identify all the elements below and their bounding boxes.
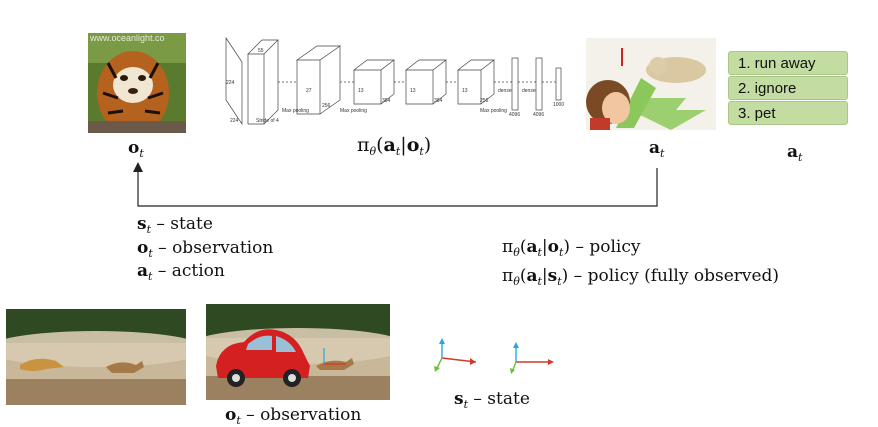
tiger-image: www.oceanlight.co xyxy=(88,33,186,133)
definition-text: – observation xyxy=(246,405,362,425)
theta-symbol: θ xyxy=(369,145,377,158)
subscript: t xyxy=(537,246,542,259)
subscript: t xyxy=(236,414,241,427)
cnn-label: 13 xyxy=(358,88,364,94)
cnn-label: 256 xyxy=(480,98,489,104)
cnn-label: 4096 xyxy=(533,112,544,118)
action-symbol: a xyxy=(526,237,538,257)
cnn-label: 13 xyxy=(462,88,468,94)
action-option-run-away: 1. run away xyxy=(728,51,848,75)
definition-text: – action xyxy=(157,261,225,281)
feedback-arrow xyxy=(133,162,658,207)
watermark: www.oceanlight.co xyxy=(90,33,165,43)
cnn-label: 224 xyxy=(226,80,235,86)
cnn-label: dense xyxy=(498,88,512,94)
definition-observation: ot – observation xyxy=(137,238,274,260)
action-symbol: a xyxy=(787,142,799,162)
cnn-label: 384 xyxy=(382,98,391,104)
definition-text: – observation xyxy=(158,238,274,258)
cnn-label: dense xyxy=(522,88,536,94)
cnn-label: 1000 xyxy=(553,102,564,108)
subscript: t xyxy=(148,270,153,283)
observation-symbol: o xyxy=(137,238,149,258)
subscript: t xyxy=(419,145,424,158)
action-symbol: a xyxy=(383,134,396,156)
observation-symbol: o xyxy=(547,237,559,257)
cheetah-gazelle-image xyxy=(6,309,186,405)
cnn-diagram: 224 224 55 Stride of 4 Max pooling 27 25… xyxy=(222,32,570,132)
pi-symbol: π xyxy=(357,134,370,156)
subscript: t xyxy=(558,246,564,259)
cnn-label: 224 xyxy=(230,118,239,124)
action-symbol: a xyxy=(649,138,661,158)
definition-state: st – state xyxy=(137,214,213,236)
bottom-state-label: st – state xyxy=(454,389,530,411)
action-symbol: a xyxy=(526,266,538,286)
observation-label: ot xyxy=(128,138,144,160)
subscript: t xyxy=(537,275,542,288)
car-occluded-image xyxy=(206,304,390,400)
action-option-ignore: 2. ignore xyxy=(728,76,848,100)
subscript: t xyxy=(148,247,153,260)
pi-symbol: π xyxy=(502,237,514,257)
cnn-label: 55 xyxy=(258,48,264,54)
definition-text: – state xyxy=(473,389,530,409)
action-list-label: at xyxy=(787,142,803,164)
observation-symbol: o xyxy=(225,405,237,425)
cnn-label: 384 xyxy=(434,98,443,104)
cnn-label: Max pooling xyxy=(282,108,309,114)
state-symbol: s xyxy=(137,214,147,234)
cnn-label: Max pooling xyxy=(340,108,367,114)
definition-text: – state xyxy=(156,214,213,234)
cnn-label: 256 xyxy=(322,103,331,109)
cnn-label: Max pooling xyxy=(480,108,507,114)
cnn-label: 4096 xyxy=(509,112,520,118)
state-symbol: s xyxy=(454,389,464,409)
pi-symbol: π xyxy=(502,266,514,286)
subscript: t xyxy=(557,275,562,288)
cnn-label: 27 xyxy=(306,88,312,94)
definition-text: – policy xyxy=(575,237,641,257)
state-symbol: s xyxy=(547,266,558,286)
subscript: t xyxy=(139,147,144,160)
action-label: at xyxy=(649,138,665,160)
subscript: t xyxy=(463,398,468,411)
subscript: t xyxy=(146,223,151,236)
observation-symbol: o xyxy=(128,138,140,158)
cnn-label: Stride of 4 xyxy=(256,118,279,124)
state-axes xyxy=(434,338,554,374)
definition-action: at – action xyxy=(137,261,225,283)
bottom-observation-label: ot – observation xyxy=(225,405,362,427)
subscript: t xyxy=(395,145,401,158)
cnn-label: 13 xyxy=(410,88,416,94)
theta-symbol: θ xyxy=(513,246,520,259)
policy-label: πθ(at|ot) xyxy=(357,134,432,158)
subscript: t xyxy=(660,147,665,160)
policy-fully-observed-definition: πθ(at|st) – policy (fully observed) xyxy=(502,266,780,288)
action-symbol: a xyxy=(137,261,149,281)
theta-symbol: θ xyxy=(513,275,520,288)
policy-definition: πθ(at|ot) – policy xyxy=(502,237,641,259)
action-image xyxy=(586,38,716,130)
action-option-pet: 3. pet xyxy=(728,101,848,125)
observation-symbol: o xyxy=(406,134,420,156)
subscript: t xyxy=(798,151,803,164)
definition-text: – policy (fully observed) xyxy=(573,266,780,286)
